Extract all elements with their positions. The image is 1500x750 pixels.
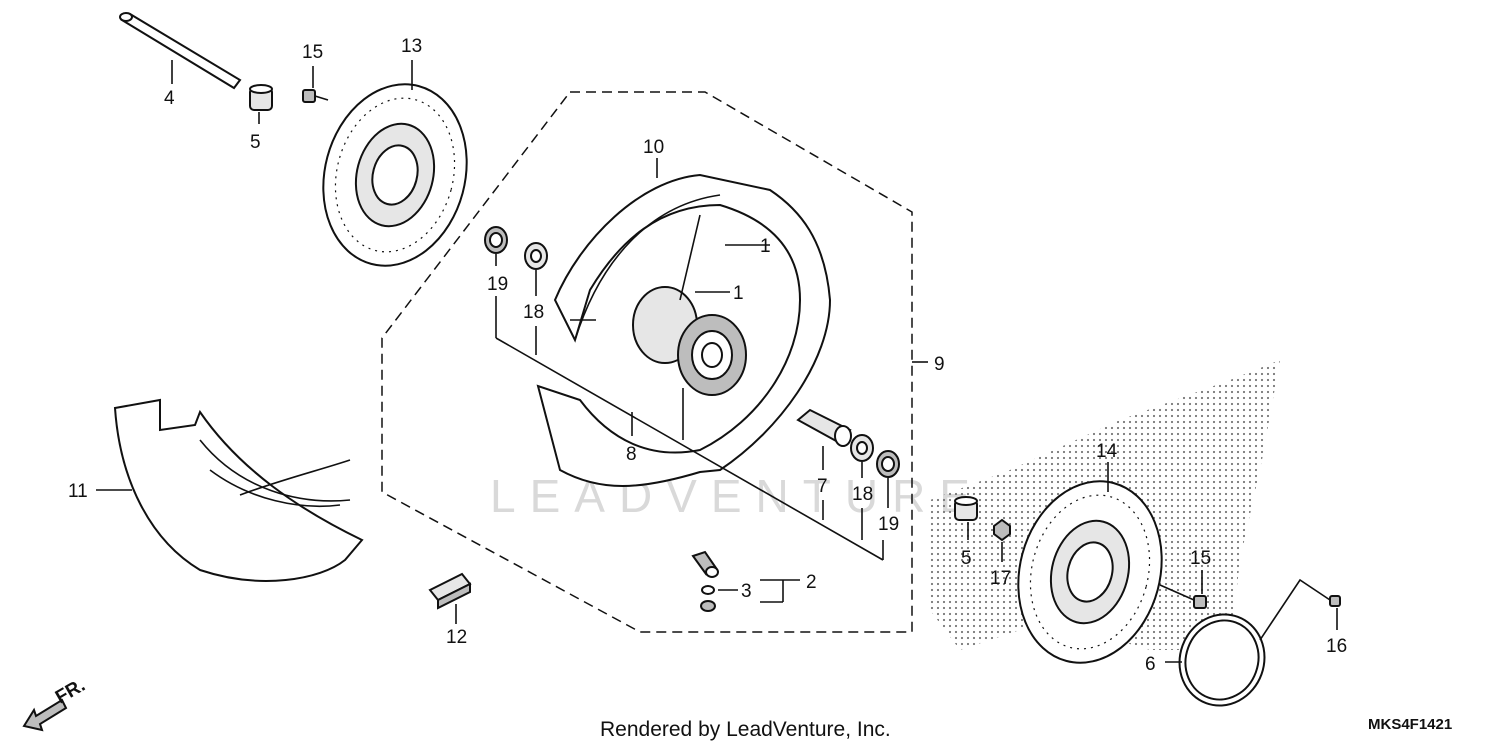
part-hub[interactable] [632,286,747,396]
callout-6[interactable]: 6 [1145,654,1156,675]
part-dust-seal-left[interactable] [484,226,508,266]
callout-1-lower[interactable]: 1 [733,283,744,304]
part-bearing-right[interactable] [850,434,874,478]
part-dust-seal-right[interactable] [876,450,900,508]
part-brake-disc-left[interactable] [304,60,487,282]
part-collar-right[interactable] [954,496,978,540]
part-screw[interactable] [1259,578,1341,641]
callout-5-right[interactable]: 5 [961,548,972,569]
wheel-assembly-outline [381,91,913,633]
callout-10[interactable]: 10 [643,137,664,158]
callout-17[interactable]: 17 [990,568,1011,589]
callout-11[interactable]: 11 [68,481,88,502]
part-valve[interactable] [691,550,800,612]
callout-9[interactable]: 9 [934,354,945,375]
part-nut[interactable] [993,518,1011,562]
diagram-code: MKS4F1421 [1368,716,1453,733]
callout-15-right[interactable]: 15 [1190,548,1211,569]
part-bolt-right[interactable] [1159,570,1207,609]
part-pulser-ring[interactable] [1165,602,1277,717]
callout-8[interactable]: 8 [626,444,637,465]
callout-4[interactable]: 4 [164,88,175,109]
direction-arrow-icon: FR. [22,675,89,732]
part-distance-collar[interactable] [796,408,852,470]
part-tire[interactable] [96,398,364,582]
watermark: LEADVENTURE [490,470,984,522]
footer-credit: Rendered by LeadVenture, Inc. [600,718,891,741]
callout-7[interactable]: 7 [817,476,828,497]
callout-19[interactable]: 19 [487,274,508,295]
callout-12[interactable]: 12 [446,627,467,648]
callout-5[interactable]: 5 [250,132,261,153]
part-rim[interactable] [536,158,832,487]
callout-15[interactable]: 15 [302,42,323,63]
callout-2[interactable]: 2 [806,572,817,593]
part-bearing-left[interactable] [524,242,548,296]
callout-14[interactable]: 14 [1096,441,1118,462]
callout-13[interactable]: 13 [401,36,422,57]
callout-19-right[interactable]: 19 [878,514,899,535]
part-axle[interactable] [119,12,242,90]
leader-lines-8 [495,296,928,561]
part-brake-disc-right[interactable] [999,462,1182,679]
spoke-lines [679,214,770,301]
callout-3[interactable]: 3 [741,581,752,602]
callout-1[interactable]: 1 [760,236,771,257]
part-balance-weight[interactable] [428,572,472,624]
callout-18[interactable]: 18 [523,302,544,323]
callout-16[interactable]: 16 [1326,636,1347,657]
part-collar-left[interactable] [249,84,273,124]
callout-18-right[interactable]: 18 [852,484,873,505]
part-bolt-left[interactable] [302,66,329,103]
